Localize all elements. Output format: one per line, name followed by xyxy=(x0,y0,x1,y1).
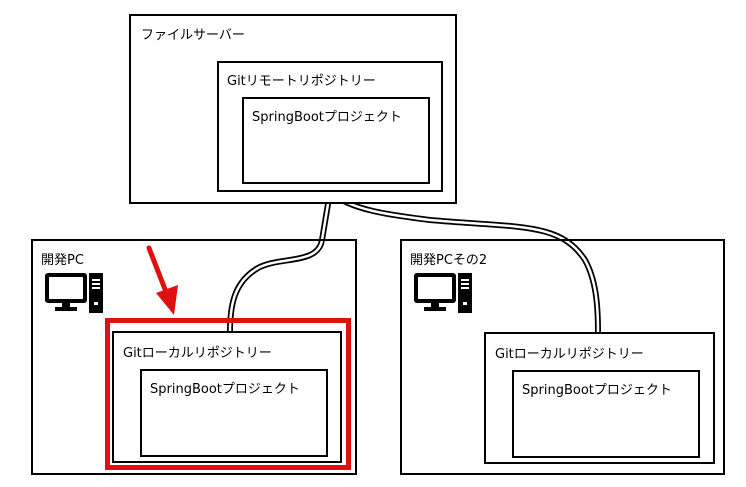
dev-pc2-repository-box: Gitローカルリポジトリー SpringBootプロジェクト xyxy=(484,332,715,464)
remote-project-box: SpringBootプロジェクト xyxy=(242,97,430,184)
dev-pc2-repository-label: Gitローカルリポジトリー xyxy=(495,347,644,362)
dev-pc-repository-label: Gitローカルリポジトリー xyxy=(123,346,272,361)
dev-pc2-project-label: SpringBootプロジェクト xyxy=(522,383,672,398)
desktop-computer-icon xyxy=(45,273,103,313)
dev-pc2-box: 開発PCその2 Gitローカルリポジトリー SpringBootプロジェクト xyxy=(400,239,725,475)
link-to-dev-pc2 xyxy=(327,189,601,333)
remote-repository-label: Gitリモートリポジトリー xyxy=(227,74,376,89)
dev-pc2-project-box: SpringBootプロジェクト xyxy=(512,370,700,458)
remote-repository-box: Gitリモートリポジトリー SpringBootプロジェクト xyxy=(217,61,443,192)
arrow-down-right-icon xyxy=(146,245,178,315)
dev-pc-label: 開発PC xyxy=(41,253,84,268)
remote-project-label: SpringBootプロジェクト xyxy=(252,110,402,125)
dev-pc-project-label: SpringBootプロジェクト xyxy=(150,382,300,397)
link-to-dev-pc xyxy=(227,191,333,333)
dev-pc-project-box: SpringBootプロジェクト xyxy=(140,369,328,457)
file-server-label: ファイルサーバー xyxy=(141,28,245,43)
highlight-frame xyxy=(105,318,351,470)
file-server-box: ファイルサーバー Gitリモートリポジトリー SpringBootプロジェクト xyxy=(129,14,457,204)
desktop-computer-icon xyxy=(414,273,472,313)
dev-pc2-label: 開発PCその2 xyxy=(410,253,488,268)
dev-pc-box: 開発PC xyxy=(31,239,357,475)
dev-pc-repository-box: Gitローカルリポジトリー SpringBootプロジェクト xyxy=(112,331,342,463)
